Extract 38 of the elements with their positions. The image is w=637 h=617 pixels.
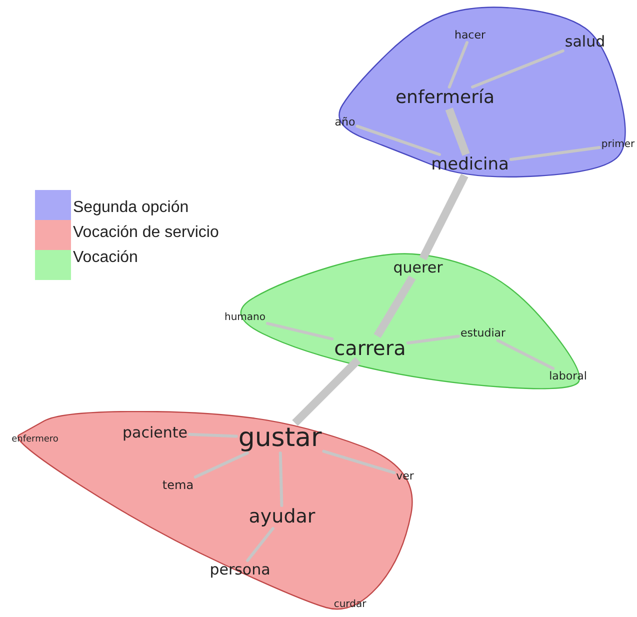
legend-label: Vocación de servicio	[73, 224, 219, 242]
word-label: curdar	[334, 600, 366, 610]
word-label: enfermería	[395, 89, 495, 107]
cluster-region	[225, 252, 585, 392]
connector-line	[278, 452, 284, 507]
word-label: medicina	[431, 156, 509, 174]
word-label: enfermero	[12, 436, 58, 444]
word-label: persona	[210, 562, 270, 578]
word-label: tema	[162, 479, 194, 491]
connector-line	[496, 339, 555, 370]
legend-label: Vocación	[73, 249, 138, 267]
connector-line	[322, 450, 396, 474]
word-label: ayudar	[248, 508, 316, 526]
connector-line	[406, 334, 460, 344]
connector-line	[266, 322, 334, 340]
word-label: estudiar	[460, 328, 506, 338]
connector-line	[509, 146, 601, 161]
connector-line	[356, 124, 441, 156]
word-label: hacer	[454, 30, 486, 40]
word-label: humano	[224, 313, 266, 323]
word-label: ver	[396, 470, 414, 482]
word-label: primer	[601, 140, 635, 150]
connector-line	[194, 452, 249, 478]
connector-line	[419, 174, 468, 260]
word-label: carrera	[334, 338, 406, 358]
connector-line	[445, 108, 470, 156]
connector-line	[188, 432, 238, 438]
word-label: gustar	[238, 425, 322, 451]
word-label: laboral	[549, 370, 587, 382]
word-label: paciente	[122, 426, 188, 440]
word-label: salud	[564, 34, 606, 50]
word-label: querer	[393, 260, 443, 276]
word-label: año	[334, 116, 356, 128]
legend-label: Segunda opción	[73, 199, 189, 217]
connector-line	[448, 41, 469, 88]
connector-line	[471, 49, 564, 88]
connector-line	[246, 527, 274, 562]
connector-line	[374, 275, 416, 338]
